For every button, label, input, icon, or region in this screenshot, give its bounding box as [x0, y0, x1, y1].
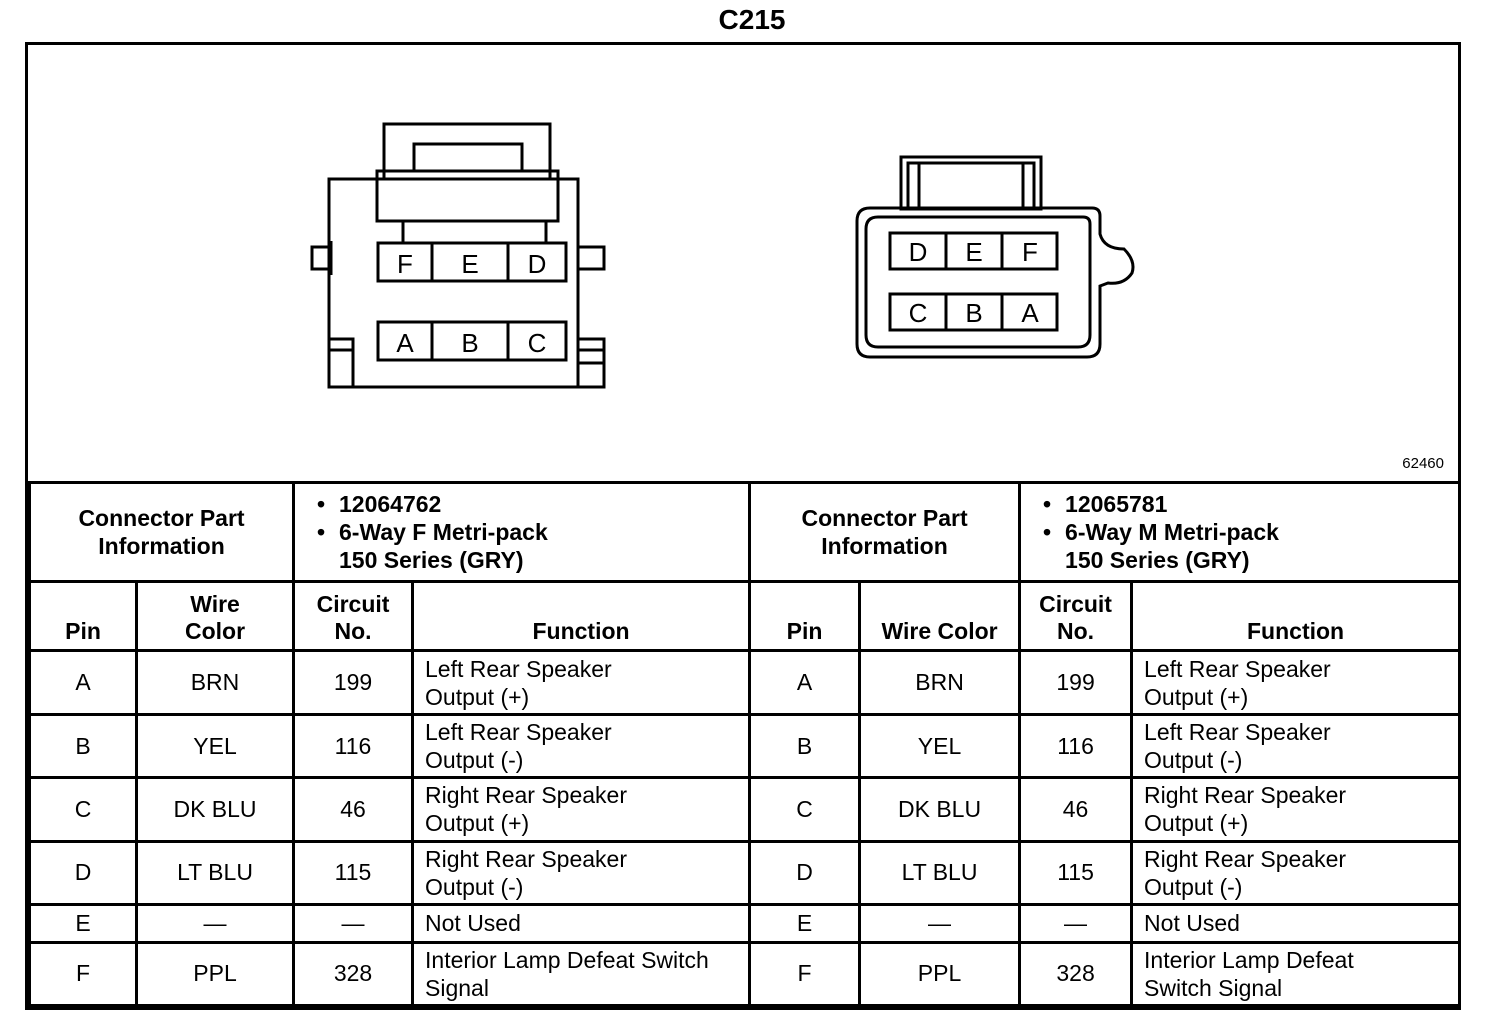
figure-number: 62460: [1402, 455, 1444, 472]
pin-cell: F: [748, 940, 862, 1007]
wire-color-cell: YEL: [134, 712, 296, 780]
female-pin-label: A: [396, 328, 414, 358]
connector-info-row: Connector Part Information 12064762 6-Wa…: [27, 481, 1462, 583]
function-cell: Not Used: [1130, 903, 1462, 944]
female-pin-label: B: [461, 328, 478, 358]
circuit-cell: 328: [1018, 940, 1134, 1007]
circuit-cell: —: [292, 903, 415, 944]
circuit-cell: 199: [1018, 649, 1134, 716]
wire-color-cell: LT BLU: [858, 839, 1022, 907]
pin-cell: F: [28, 940, 138, 1007]
header-circuit-no: Circuit No.: [292, 579, 415, 653]
wire-color-cell: BRN: [858, 649, 1022, 716]
pinout-table: Connector Part Information 12064762 6-Wa…: [27, 481, 1462, 1007]
header-wire-color: Wire Color: [858, 579, 1022, 653]
right-part-number: 12065781: [1043, 490, 1458, 518]
wire-color-cell: PPL: [858, 940, 1022, 1007]
table-row: E — — Not Used E — — Not Used: [28, 903, 1462, 944]
left-part-description: 6-Way F Metri-pack 150 Series (GRY): [317, 518, 748, 574]
wire-color-cell: PPL: [134, 940, 296, 1007]
male-connector-outline: [855, 155, 1135, 359]
connector-frame: F E D A B C D E F C B A 62460 Connector …: [25, 42, 1462, 1010]
male-pin-label: D: [909, 237, 928, 267]
left-part-number: 12064762: [317, 490, 748, 518]
female-pin-label: E: [461, 249, 478, 279]
header-pin: Pin: [748, 579, 862, 653]
function-cell: Not Used: [411, 903, 752, 944]
circuit-cell: 199: [292, 649, 415, 716]
left-part-info: 12064762 6-Way F Metri-pack 150 Series (…: [292, 481, 752, 583]
header-circuit-no: Circuit No.: [1018, 579, 1134, 653]
female-pin-label: F: [397, 249, 413, 279]
pin-cell: D: [28, 839, 138, 907]
circuit-cell: 328: [292, 940, 415, 1007]
left-info-label: Connector Part Information: [27, 481, 296, 583]
header-pin: Pin: [28, 579, 138, 653]
pin-cell: C: [748, 776, 862, 843]
wire-color-cell: BRN: [134, 649, 296, 716]
pin-cell: A: [28, 649, 138, 716]
circuit-cell: 46: [292, 776, 415, 843]
pin-cell: E: [748, 903, 862, 944]
pin-cell: B: [748, 712, 862, 780]
wire-color-cell: —: [134, 903, 296, 944]
male-pin-label: A: [1021, 298, 1039, 328]
header-wire-color: Wire Color: [134, 579, 296, 653]
male-pin-label: F: [1022, 237, 1038, 267]
diagram-title: C215: [718, 4, 786, 35]
pin-cell: E: [28, 903, 138, 944]
male-pin-label: E: [965, 237, 982, 267]
female-connector-outline: [310, 122, 606, 389]
circuit-cell: —: [1018, 903, 1134, 944]
wire-color-cell: DK BLU: [858, 776, 1022, 843]
connector-drawings: F E D A B C D E F C B A: [310, 122, 1135, 389]
wire-color-cell: DK BLU: [134, 776, 296, 843]
pin-cell: B: [28, 712, 138, 780]
right-part-description: 6-Way M Metri-pack 150 Series (GRY): [1043, 518, 1458, 574]
column-header-row: Pin Wire Color Circuit No. Function Pin …: [28, 579, 1462, 653]
header-function: Function: [1130, 579, 1462, 653]
circuit-cell: 116: [292, 712, 415, 780]
circuit-cell: 115: [1018, 839, 1134, 907]
circuit-cell: 116: [1018, 712, 1134, 780]
female-pin-label: C: [528, 328, 547, 358]
pin-cell: D: [748, 839, 862, 907]
male-pin-label: B: [965, 298, 982, 328]
circuit-cell: 46: [1018, 776, 1134, 843]
pin-cell: C: [28, 776, 138, 843]
right-info-label: Connector Part Information: [748, 481, 1022, 583]
circuit-cell: 115: [292, 839, 415, 907]
female-pin-label: D: [528, 249, 547, 279]
wire-color-cell: YEL: [858, 712, 1022, 780]
wire-color-cell: —: [858, 903, 1022, 944]
header-function: Function: [411, 579, 752, 653]
pin-cell: A: [748, 649, 862, 716]
male-pin-label: C: [909, 298, 928, 328]
right-part-info: 12065781 6-Way M Metri-pack 150 Series (…: [1018, 481, 1462, 583]
wire-color-cell: LT BLU: [134, 839, 296, 907]
